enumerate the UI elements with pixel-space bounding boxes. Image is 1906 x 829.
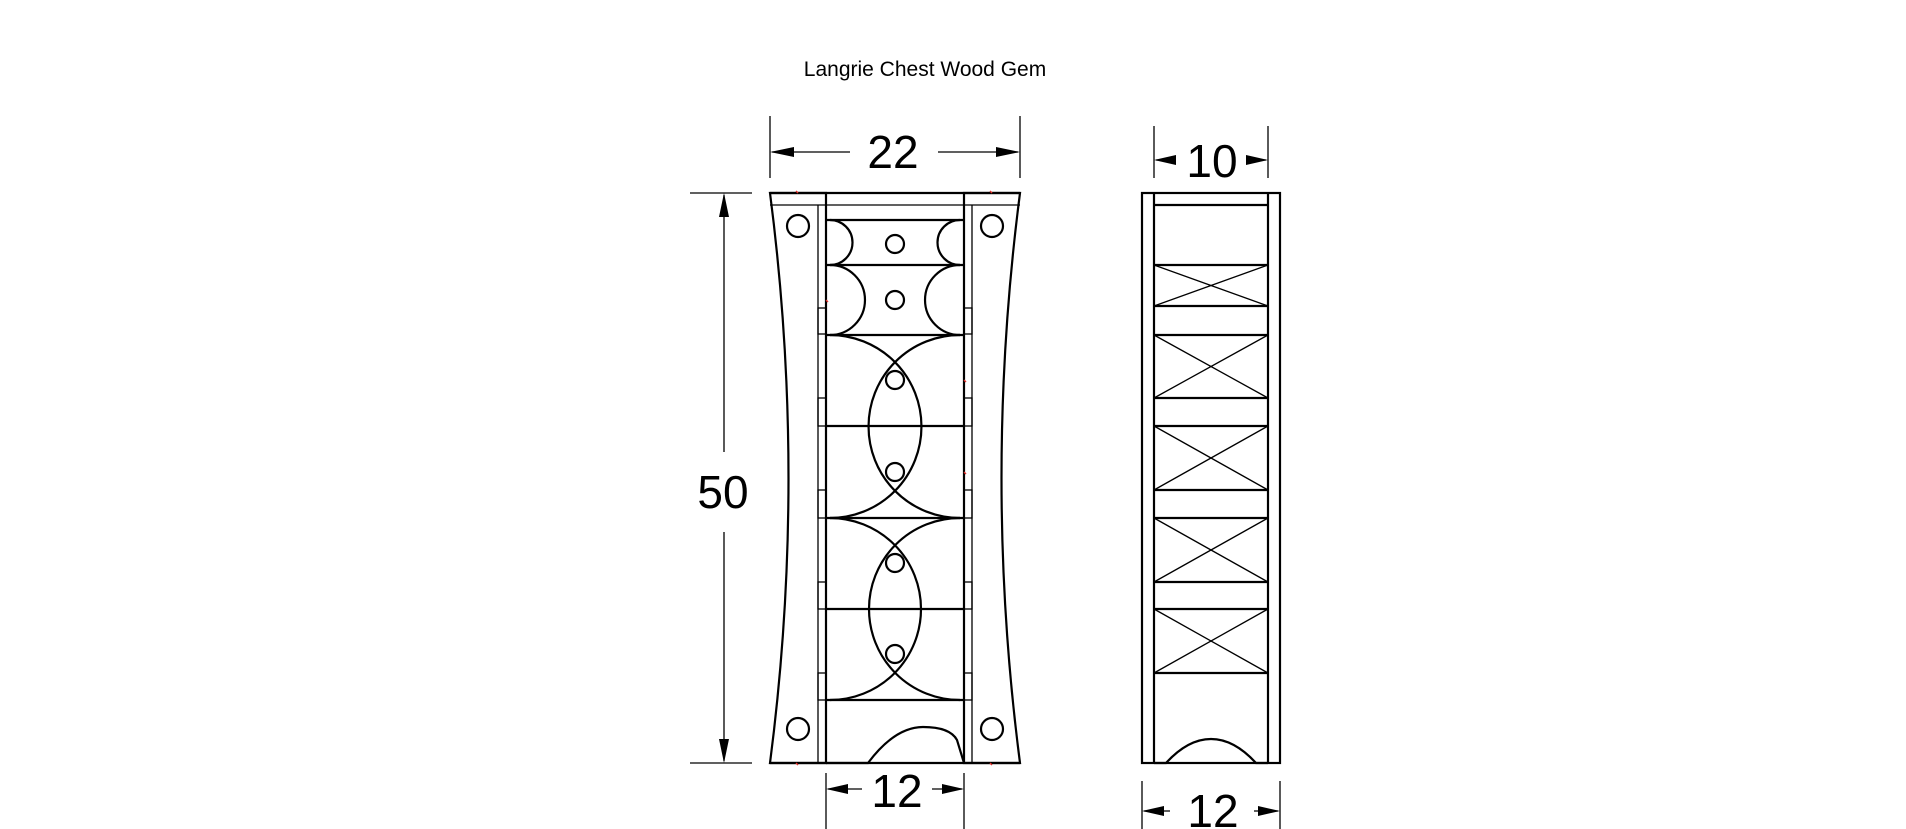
mount-hole-bottom-right xyxy=(979,716,1005,742)
drawer-knob xyxy=(884,643,906,665)
drawer-knob xyxy=(884,461,906,483)
right-side-panel xyxy=(962,191,1022,765)
side-frame xyxy=(1140,191,1282,765)
slide-blocks xyxy=(817,307,973,701)
drawer-knob xyxy=(884,233,906,255)
dimension-width-bottom: 12 xyxy=(825,765,965,829)
dimension-height: 50 xyxy=(690,192,752,764)
side-width-top-value: 10 xyxy=(1186,135,1237,187)
drawer-knob xyxy=(884,289,906,311)
side-shelf-bands xyxy=(1153,263,1269,675)
left-side-panel xyxy=(768,191,828,765)
front-height-value: 50 xyxy=(697,466,748,518)
side-view: 10 12 xyxy=(1140,126,1282,829)
drawer-arcs xyxy=(829,218,961,702)
front-view: 22 50 12 xyxy=(690,116,1022,829)
mount-hole-top-left xyxy=(785,213,811,239)
base-arch xyxy=(826,725,966,765)
mount-hole-bottom-left xyxy=(785,716,811,742)
construction-marks xyxy=(795,190,993,766)
side-base-arch xyxy=(1154,737,1268,765)
front-width-bottom-value: 12 xyxy=(871,765,922,817)
side-width-bottom-value: 12 xyxy=(1187,785,1238,829)
drawer-knob xyxy=(884,369,906,391)
drawer-knob xyxy=(884,552,906,574)
side-dimension-top: 10 xyxy=(1153,126,1269,187)
dimension-width-top: 22 xyxy=(769,116,1021,178)
front-width-top-value: 22 xyxy=(867,126,918,178)
drawing-title: Langrie Chest Wood Gem xyxy=(804,58,1046,81)
side-dimension-bottom: 12 xyxy=(1141,781,1281,829)
mount-hole-top-right xyxy=(979,213,1005,239)
